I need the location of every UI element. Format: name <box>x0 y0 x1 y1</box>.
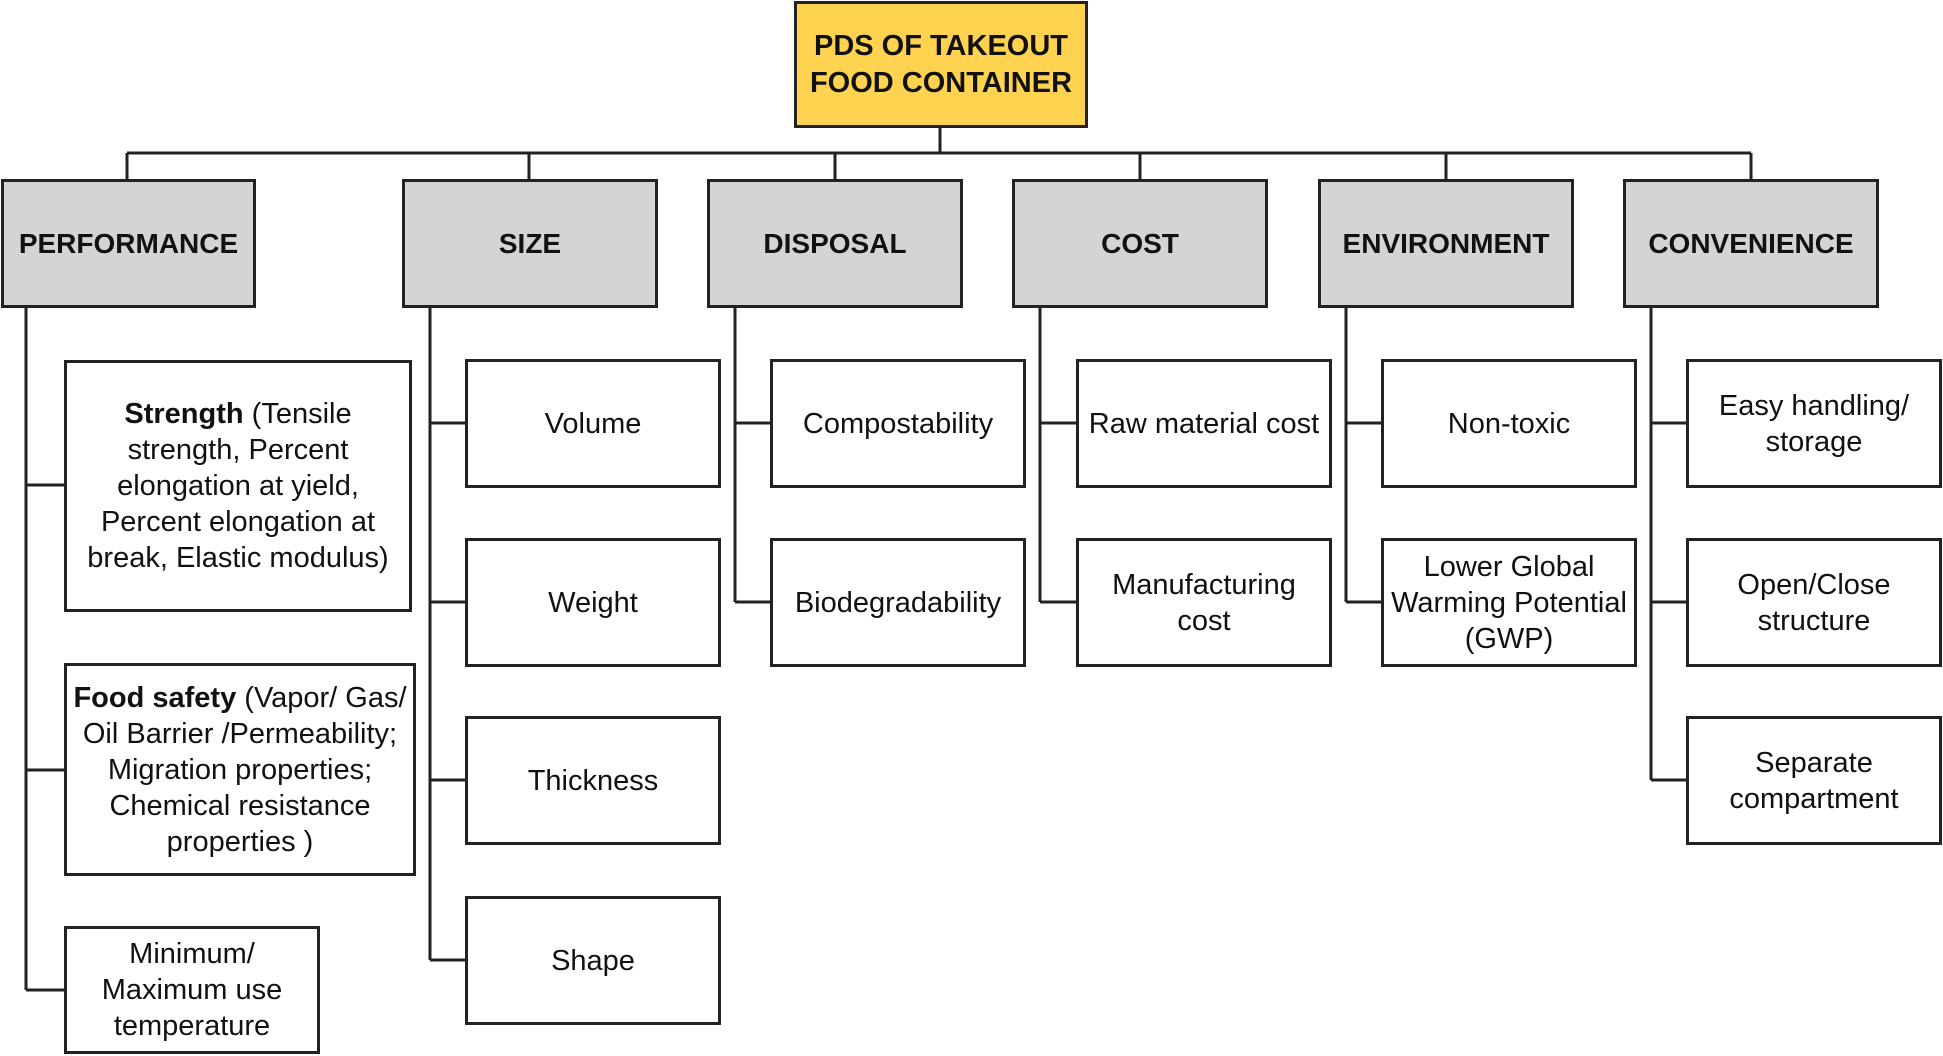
item-weight: Weight <box>465 538 721 667</box>
item-non-toxic: Non-toxic <box>1381 359 1637 488</box>
item-open-close: Open/Close structure <box>1686 538 1942 667</box>
item-food-safety: Food safety (Vapor/ Gas/ Oil Barrier /Pe… <box>64 663 416 876</box>
category-cost: COST <box>1012 179 1268 308</box>
category-environment: ENVIRONMENT <box>1318 179 1574 308</box>
item-text: Lower Global Warming Potential (GWP) <box>1391 550 1627 655</box>
item-text: Easy handling/ storage <box>1718 389 1910 458</box>
category-label: SIZE <box>498 227 562 259</box>
item-text: Biodegradability <box>794 586 1002 619</box>
item-compostability: Compostability <box>770 359 1026 488</box>
item-use-temperature: Minimum/ Maximum use temperature <box>64 926 320 1054</box>
category-disposal: DISPOSAL <box>707 179 963 308</box>
category-size: SIZE <box>402 179 658 308</box>
item-title: Food safety <box>73 681 237 714</box>
item-gwp: Lower Global Warming Potential (GWP) <box>1381 538 1637 667</box>
item-easy-handling: Easy handling/ storage <box>1686 359 1942 488</box>
item-text: Thickness <box>527 764 659 797</box>
item-biodegradability: Biodegradability <box>770 538 1026 667</box>
item-text: Manufacturing cost <box>1112 568 1296 637</box>
category-label: DISPOSAL <box>763 227 907 259</box>
root-label: PDS OF TAKEOUT FOOD CONTAINER <box>809 29 1073 99</box>
item-raw-material-cost: Raw material cost <box>1076 359 1332 488</box>
item-text: Volume <box>544 407 642 440</box>
item-strength: Strength (Tensile strength, Percent elon… <box>64 360 412 612</box>
item-text: (Tensile strength, Percent elongation at… <box>87 398 389 574</box>
item-volume: Volume <box>465 359 721 488</box>
item-text: Non-toxic <box>1447 407 1571 440</box>
item-shape: Shape <box>465 896 721 1025</box>
item-title: Strength <box>124 398 244 430</box>
item-text: Raw material cost <box>1088 407 1320 440</box>
item-text: Shape <box>551 944 635 977</box>
category-convenience: CONVENIENCE <box>1623 179 1879 308</box>
category-label: CONVENIENCE <box>1648 227 1854 259</box>
item-text: Compostability <box>802 407 994 440</box>
category-label: PERFORMANCE <box>18 227 239 259</box>
item-separate-compartment: Separate compartment <box>1686 716 1942 845</box>
item-thickness: Thickness <box>465 716 721 845</box>
item-text: Open/Close structure <box>1737 568 1891 637</box>
category-label: COST <box>1101 227 1179 259</box>
item-text: Minimum/ Maximum use temperature <box>101 938 283 1042</box>
root-node: PDS OF TAKEOUT FOOD CONTAINER <box>794 1 1088 128</box>
category-performance: PERFORMANCE <box>1 179 256 308</box>
category-label: ENVIRONMENT <box>1342 227 1550 259</box>
item-text: Weight <box>548 586 638 619</box>
item-text: Separate compartment <box>1729 746 1899 815</box>
item-manufacturing-cost: Manufacturing cost <box>1076 538 1332 667</box>
item-text: (Vapor/ Gas/ Oil Barrier /Permeability; … <box>82 681 407 858</box>
